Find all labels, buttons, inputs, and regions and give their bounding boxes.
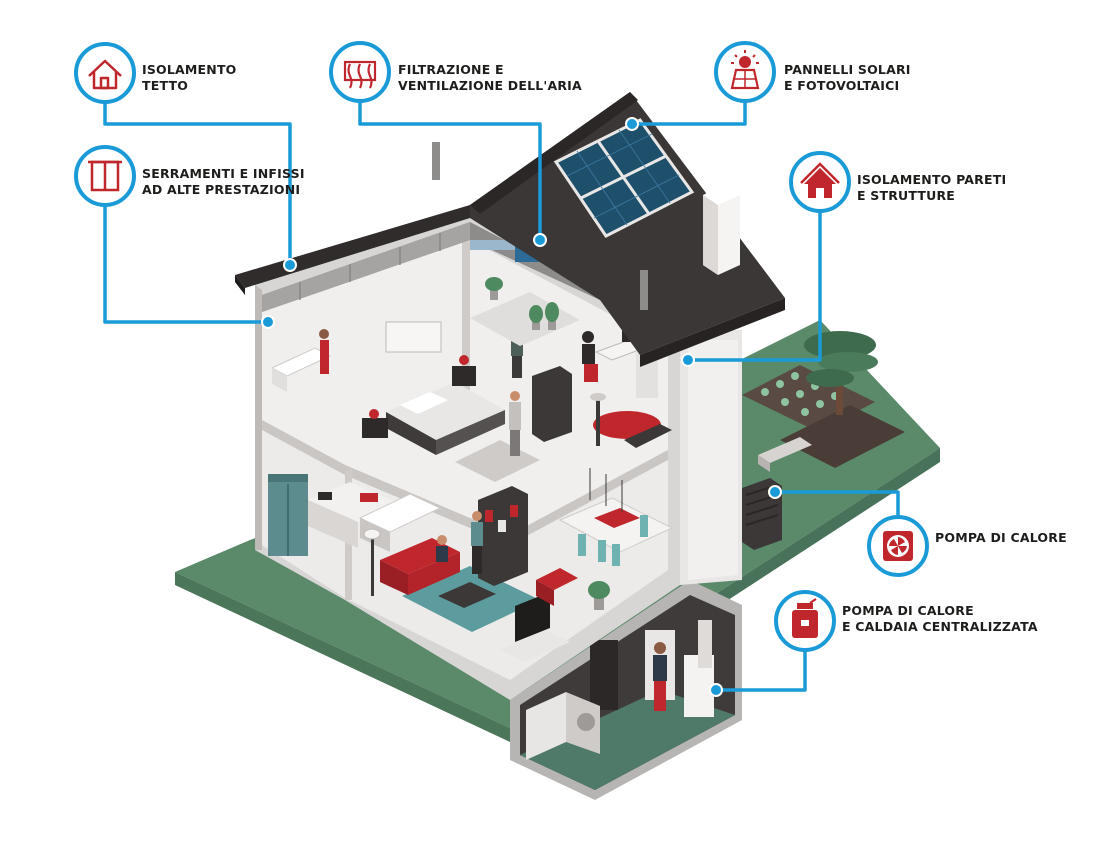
label-line: AD ALTE PRESTAZIONI [142, 182, 301, 197]
connector-boiler [714, 648, 807, 692]
label-line: SERRAMENTI E INFISSI [142, 166, 305, 181]
badge-boiler[interactable] [774, 590, 836, 652]
connector-heat-pump [773, 490, 900, 520]
house-right-wall [680, 330, 742, 585]
label-line: POMPA DI CALORE [935, 530, 1067, 545]
label-line: E STRUTTURE [857, 188, 956, 203]
callout-connectors [103, 99, 900, 692]
label-line: E FOTOVOLTAICI [784, 78, 900, 93]
label-heat-pump: POMPA DI CALORE [935, 530, 1067, 546]
dining-area [558, 468, 674, 566]
kitchen [268, 474, 442, 556]
label-line: PANNELLI SOLARI [784, 62, 911, 77]
badge-air-filtration[interactable] [329, 41, 391, 103]
badge-heat-pump[interactable] [867, 515, 929, 577]
label-line: TETTO [142, 78, 189, 93]
living-room [363, 486, 610, 662]
connector-windows [103, 203, 270, 324]
label-boiler: POMPA DI CALORE E CALDAIA CENTRALIZZATA [842, 603, 1038, 635]
callout-badges [74, 41, 929, 652]
badge-roof-insulation[interactable] [74, 42, 136, 104]
connector-roof-insulation [103, 100, 292, 267]
basement [510, 580, 742, 800]
label-line: VENTILAZIONE DELL'ARIA [398, 78, 582, 93]
label-line: E CALDAIA CENTRALIZZATA [842, 619, 1038, 634]
solar-panel-icon [730, 50, 760, 90]
boiler-icon [792, 598, 818, 638]
label-air-filtration: FILTRAZIONE E VENTILAZIONE DELL'ARIA [398, 62, 582, 94]
house-outline-icon [88, 59, 122, 90]
bedroom [362, 321, 572, 482]
label-wall-insulation: ISOLAMENTO PARETI E STRUTTURE [857, 172, 1006, 204]
upper-hallway [470, 277, 580, 378]
label-line: FILTRAZIONE E [398, 62, 504, 77]
label-line: ISOLAMENTO [142, 62, 237, 77]
garden-beds [742, 331, 905, 472]
badge-solar-panels[interactable] [714, 41, 776, 103]
label-windows: SERRAMENTI E INFISSI AD ALTE PRESTAZIONI [142, 166, 305, 198]
label-line: ISOLAMENTO PARETI [857, 172, 1007, 187]
window-icon [88, 160, 122, 192]
connector-air-filtration [358, 99, 542, 242]
solar-panel-array [553, 118, 695, 238]
connector-wall-insulation [686, 208, 822, 362]
label-line: POMPA DI CALORE [842, 603, 974, 618]
bathroom [270, 329, 332, 392]
connector-solar-panels [630, 99, 747, 126]
connector-endpoints [261, 117, 782, 697]
air-flow-icon [343, 60, 377, 89]
badge-windows[interactable] [74, 145, 136, 207]
badge-wall-insulation[interactable] [789, 151, 851, 213]
fan-icon [883, 531, 913, 561]
house-solid-icon [800, 162, 840, 198]
label-roof-insulation: ISOLAMENTO TETTO [142, 62, 237, 94]
label-solar-panels: PANNELLI SOLARI E FOTOVOLTAICI [784, 62, 911, 94]
